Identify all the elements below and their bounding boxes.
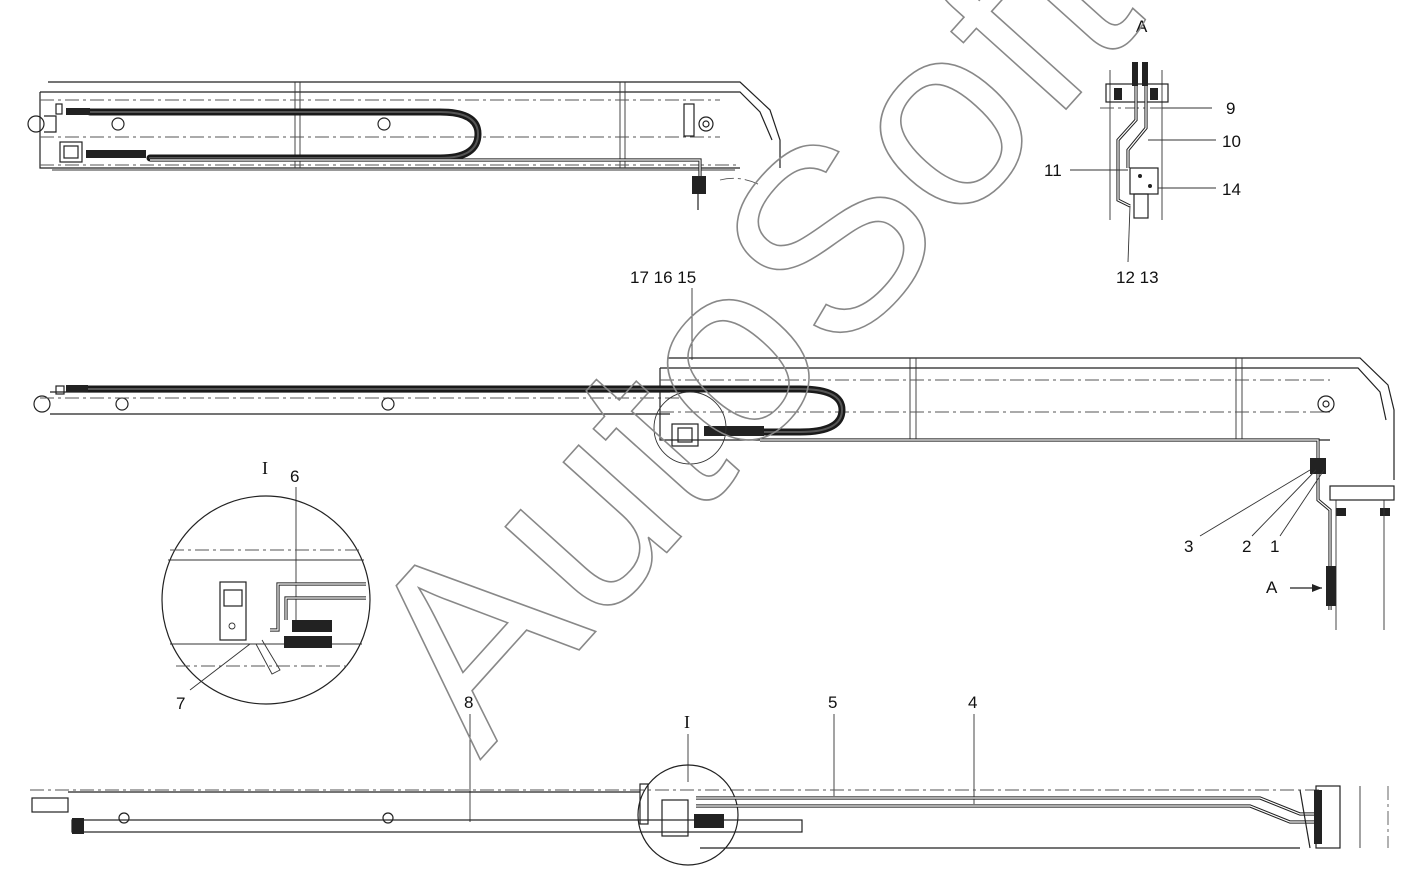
callout-15-17: 17 16 15 [630,268,696,287]
callout-3: 3 [1184,537,1193,556]
view-a-detail: A 9 10 11 14 12 13 [1044,17,1241,287]
view-a-title: A [1136,17,1148,36]
callout-10: 10 [1222,132,1241,151]
middle-boom-view: 17 16 15 [33,268,1395,630]
callout-11: 11 [1044,161,1062,180]
detail-i-title: I [262,458,268,478]
detail-i-marker: I [684,712,690,732]
view-a-arrow-label: A [1266,578,1278,597]
detail-i-view: I 6 7 [161,458,371,713]
watermark: AutoSoft [305,0,1190,798]
callout-7: 7 [176,694,185,713]
callout-12-13: 12 13 [1116,268,1159,287]
callout-6: 6 [290,467,299,486]
callout-2: 2 [1242,537,1251,556]
callout-14: 14 [1222,180,1241,199]
watermark-text: AutoSoft [306,0,1189,797]
callout-8: 8 [464,693,473,712]
callout-4: 4 [968,693,977,712]
callout-1: 1 [1270,537,1279,556]
top-boom-view [27,81,781,210]
callout-5: 5 [828,693,837,712]
bottom-boom-view: 8 I 5 4 [30,693,1389,866]
callout-9: 9 [1226,99,1235,118]
